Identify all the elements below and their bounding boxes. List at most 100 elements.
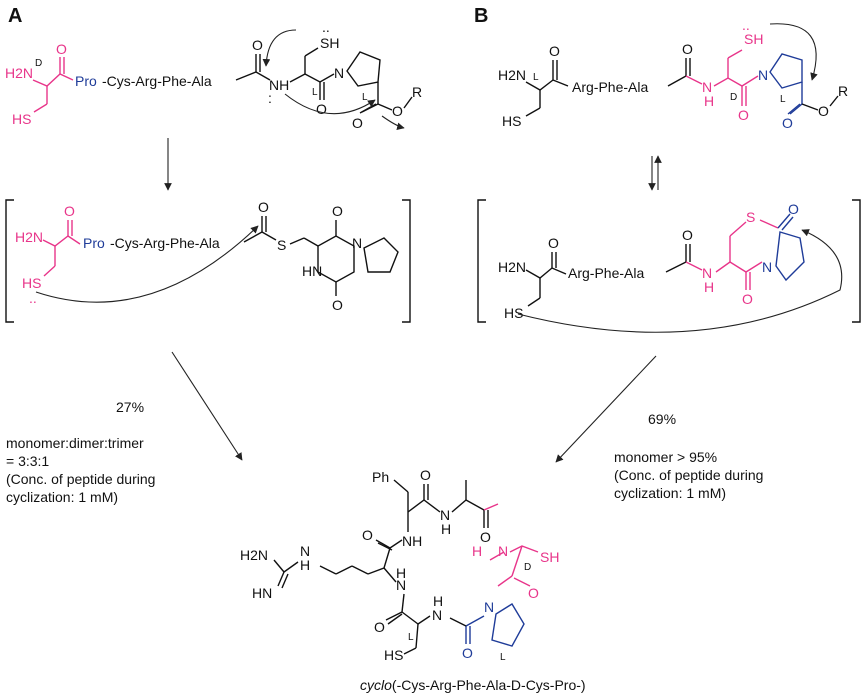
panel-b-intermediate: H2N HS O Arg-Phe-Ala O N H S O O N — [477, 199, 861, 333]
product-n-4: N — [396, 577, 406, 593]
stereo-l-label-a2: L — [362, 92, 368, 103]
amine-label-b2: H2N — [498, 259, 526, 275]
product-guanidine-nh: H — [300, 557, 310, 573]
amide-n-b: N — [702, 79, 712, 95]
proline-nitrogen-b2: N — [762, 259, 772, 275]
product-stereo-d: D — [524, 562, 531, 573]
conc-line2-a: cyclization: 1 mM) — [6, 489, 118, 505]
product-thiol: SH — [540, 549, 559, 565]
amide-oxygen-b: O — [682, 41, 693, 57]
dkp-oxygen-1: O — [332, 203, 343, 219]
panel-a-intermediate: H2N HS .. O Pro -Cys-Arg-Phe-Ala O S O O… — [5, 199, 411, 323]
thiol-label: HS — [12, 111, 31, 127]
product-h-1: H — [441, 521, 451, 537]
carbonyl-oxygen-2: O — [64, 203, 75, 219]
cys-thiol: SH — [320, 35, 339, 51]
r-group-b: R — [838, 83, 848, 99]
carbonyl-oxygen: O — [56, 41, 67, 57]
result-b: monomer > 95% — [614, 449, 717, 465]
product-stereo-l-2: L — [408, 632, 414, 643]
dkp-hn: HN — [302, 263, 322, 279]
product-proline-oxygen: O — [462, 645, 473, 661]
stereo-l-label-b2: L — [780, 94, 786, 105]
ester-oxygen-2: O — [392, 103, 403, 119]
product-oxygen-2: O — [480, 529, 491, 545]
amide-h-b: H — [704, 93, 714, 109]
product-n-2: N — [498, 543, 508, 559]
pro-residue-label-2: Pro — [83, 235, 105, 251]
product-h-4: H — [396, 565, 406, 581]
product-cys-thiol: HS — [384, 647, 403, 663]
stereo-d-label: D — [35, 58, 42, 69]
product-oxygen-1: O — [420, 467, 431, 483]
proline-nitrogen-b: N — [758, 67, 768, 83]
cys-carbonyl-oxygen: O — [316, 101, 327, 117]
product-h-3: H — [433, 593, 443, 609]
carbonyl-oxygen-b: O — [549, 43, 560, 59]
phenyl-label: Ph — [372, 469, 389, 485]
thiol-label-2: HS — [22, 275, 41, 291]
thiolactone-sulfur: S — [746, 209, 755, 225]
carbonyl-oxygen-b2: O — [548, 235, 559, 251]
amide-nh: NH — [269, 77, 289, 93]
stereo-d-label-b: D — [730, 92, 737, 103]
ester-oxygen-b1: O — [782, 115, 793, 131]
yield-a: 27% — [116, 399, 144, 415]
cys-thiol-b: SH — [744, 31, 763, 47]
amine-label: H2N — [5, 65, 33, 81]
cys-carbonyl-oxygen-b2: O — [742, 291, 753, 307]
thiolactone-oxygen: O — [788, 201, 799, 217]
dkp-nitrogen: N — [352, 235, 362, 251]
thiol-lone-pair-b: .. — [742, 17, 750, 33]
conc-line1-a: (Conc. of peptide during — [6, 471, 155, 487]
product-proline-n: N — [484, 599, 494, 615]
amide-h-b2: H — [704, 279, 714, 295]
stereo-l-label-a1: L — [312, 87, 318, 98]
product-caption: cyclo(-Cys-Arg-Phe-Ala-D-Cys-Pro-) — [360, 677, 586, 693]
product-oxygen-4: O — [374, 619, 385, 635]
product-stereo-l-1: L — [500, 652, 506, 663]
product-oxygen-pink: O — [528, 585, 539, 601]
ester-oxygen-1: O — [352, 115, 363, 131]
peptide-sequence-a-2: -Cys-Arg-Phe-Ala — [110, 235, 220, 251]
thioester-oxygen: O — [258, 199, 269, 215]
panel-label-a: A — [8, 5, 22, 27]
product-guanidine-n: N — [300, 543, 310, 559]
amine-label-2: H2N — [15, 229, 43, 245]
product-n-1: N — [440, 507, 450, 523]
amide-oxygen-b2: O — [682, 227, 693, 243]
conc-line1-b: (Conc. of peptide during — [614, 467, 763, 483]
thiol-lone-pair-2: .. — [29, 290, 37, 306]
amide-n-b2: N — [702, 265, 712, 281]
cyclic-peptide-product: Ph O N H O H N SH D O N L O N H — [240, 467, 559, 663]
product-n-pink: H — [472, 543, 482, 559]
thioester-sulfur: S — [277, 237, 286, 253]
product-oxygen-3: O — [362, 527, 373, 543]
peptide-sequence-b: Arg-Phe-Ala — [572, 79, 648, 95]
pro-residue-label: Pro — [75, 73, 97, 89]
panel-a-start-structure: H2N D HS O Pro -Cys-Arg-Phe-Ala O NH : S… — [5, 19, 422, 131]
amide-oxygen: O — [252, 37, 263, 53]
amine-label-b: H2N — [498, 67, 526, 83]
lone-pair: : — [268, 90, 272, 106]
ratio-value-a: = 3:3:1 — [6, 453, 49, 469]
thiol-lone-pair: .. — [322, 19, 330, 35]
ratio-label-a: monomer:dimer:trimer — [6, 435, 144, 451]
product-guanidine-hn: HN — [252, 585, 272, 601]
thiol-label-b: HS — [502, 113, 521, 129]
conc-line2-b: cyclization: 1 mM) — [614, 485, 726, 501]
product-nh-top: NH — [402, 533, 422, 549]
peptide-sequence-a: -Cys-Arg-Phe-Ala — [102, 73, 212, 89]
proline-nitrogen: N — [334, 65, 344, 81]
cys-carbonyl-oxygen-b: O — [738, 107, 749, 123]
dkp-oxygen-2: O — [332, 297, 343, 313]
panel-b-start-structure: H2N L HS O Arg-Phe-Ala O N H SH .. D O N… — [498, 17, 848, 131]
panel-label-b: B — [474, 5, 488, 27]
r-group: R — [412, 84, 422, 100]
ester-oxygen-b2: O — [818, 103, 829, 119]
product-n-3: N — [432, 607, 442, 623]
peptide-sequence-b2: Arg-Phe-Ala — [568, 265, 644, 281]
product-guanidine-h2n: H2N — [240, 547, 268, 563]
yield-b: 69% — [648, 411, 676, 427]
